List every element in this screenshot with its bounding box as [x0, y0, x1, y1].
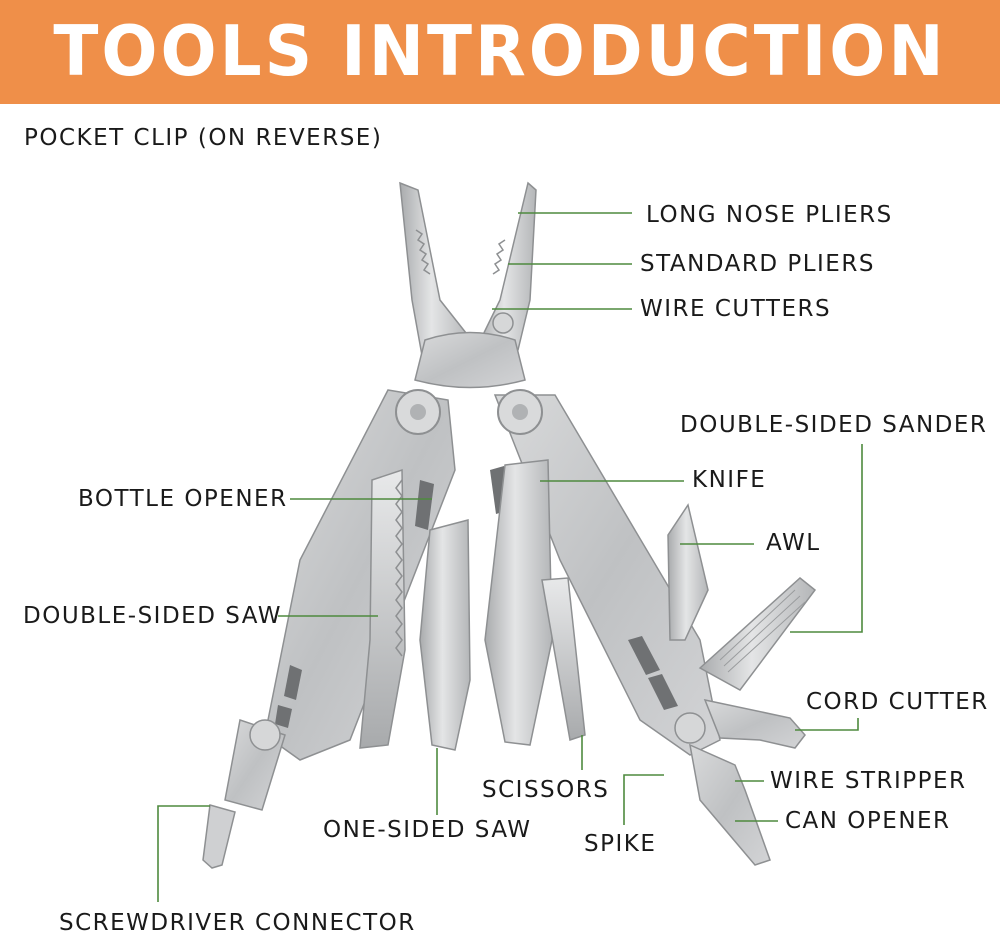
right-handle-slot-2	[648, 674, 678, 710]
leader-cord-cutter	[795, 718, 859, 731]
title-banner: TOOLS INTRODUCTION	[0, 0, 1000, 104]
can-opener-tool	[689, 743, 771, 866]
right-handle-rivet	[674, 712, 706, 744]
label-one-sided-saw: ONE-SIDED SAW	[323, 817, 532, 843]
wire-cutter-rivet	[492, 312, 514, 334]
label-scissors: SCISSORS	[482, 777, 610, 803]
right-handle	[493, 394, 721, 756]
left-handle-rivet	[249, 719, 281, 751]
awl-blade	[667, 503, 709, 641]
label-bottle-opener: BOTTLE OPENER	[78, 486, 288, 512]
double-sided-saw-blade	[359, 468, 406, 749]
label-cord-cutter: CORD CUTTER	[806, 689, 989, 715]
label-screwdriver-connector: SCREWDRIVER CONNECTOR	[59, 910, 416, 936]
leader-double-sided-sander	[790, 444, 863, 633]
leader-screwdriver-connector	[157, 805, 210, 902]
label-double-sided-saw: DOUBLE-SIDED SAW	[23, 603, 282, 629]
plier-serrations	[415, 229, 506, 275]
label-wire-cutters: WIRE CUTTERS	[640, 296, 832, 322]
label-awl: AWL	[766, 530, 821, 556]
label-double-sided-sander: DOUBLE-SIDED SANDER	[680, 412, 988, 438]
label-wire-stripper: WIRE STRIPPER	[770, 768, 967, 794]
left-handle-slot-1	[284, 665, 302, 700]
saw-teeth	[395, 479, 403, 657]
knife-blade	[484, 459, 553, 746]
page-title: TOOLS INTRODUCTION	[53, 11, 947, 92]
plier-pivot-body	[414, 331, 526, 389]
one-sided-saw-blade	[419, 519, 471, 751]
left-handle-slot-2	[275, 705, 292, 728]
label-can-opener: CAN OPENER	[785, 808, 951, 834]
label-pocket-clip: POCKET CLIP (ON REVERSE)	[24, 125, 383, 151]
cord-cutter-tool	[703, 698, 806, 749]
label-spike: SPIKE	[584, 831, 657, 857]
scissors-blade	[541, 577, 586, 741]
label-long-nose-pliers: LONG NOSE PLIERS	[646, 202, 893, 228]
label-knife: KNIFE	[692, 467, 767, 493]
leader-spike	[623, 774, 664, 825]
right-handle-slot-1	[628, 636, 660, 675]
leader-lines	[157, 212, 863, 902]
file-texture	[719, 589, 806, 673]
left-handle	[264, 389, 456, 761]
screwdriver-bit	[202, 804, 236, 869]
label-standard-pliers: STANDARD PLIERS	[640, 251, 875, 277]
left-handle-slot-3	[415, 480, 434, 530]
sander-file	[698, 577, 817, 691]
